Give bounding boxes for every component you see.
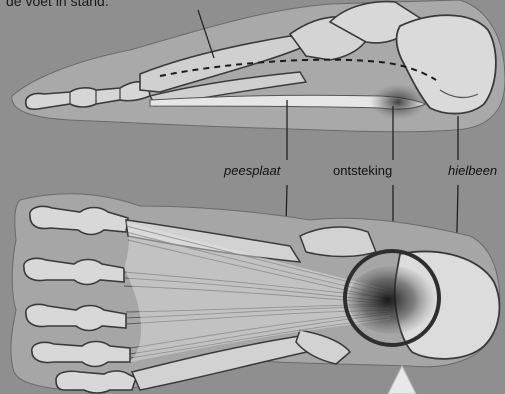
sole-view-pointer [388,366,416,394]
sole-view-foot [11,194,500,394]
cuneiform-bones [300,227,376,256]
label-ontsteking: ontsteking [333,163,392,178]
toe-5 [56,371,136,393]
label-peesplaat: peesplaat [224,163,280,178]
figure-caption: de voet in stand. [6,0,109,9]
sole-view-inflammation-spot [348,266,436,334]
side-view-foot [12,0,505,132]
side-view-inflammation-spot [370,84,426,120]
label-hielbeen: hielbeen [448,163,497,178]
